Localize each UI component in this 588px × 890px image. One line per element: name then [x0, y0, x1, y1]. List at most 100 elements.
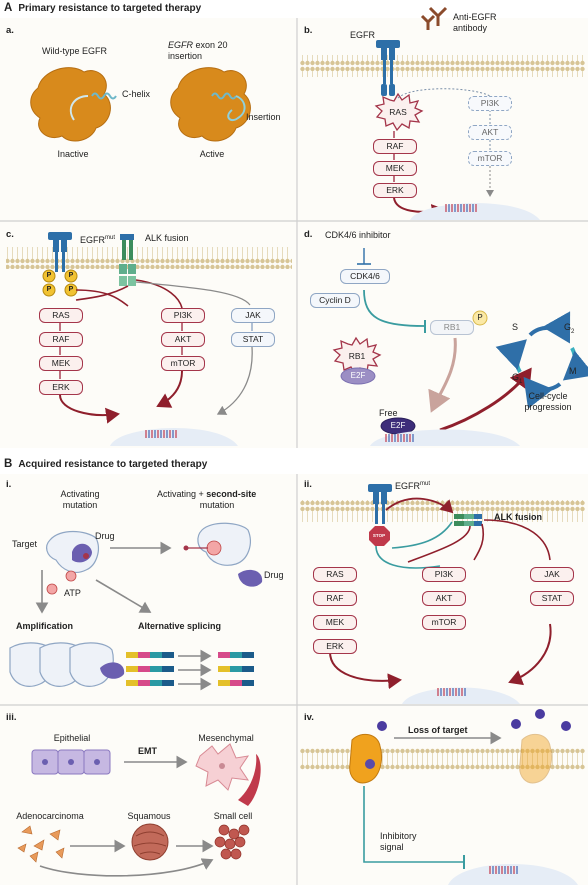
epithelial-label: Epithelial: [53, 733, 91, 743]
e2f-bound: E2F: [350, 371, 366, 380]
ras-c: RAS: [39, 308, 83, 323]
mek-b: MEK: [373, 161, 417, 176]
mek-c: MEK: [39, 356, 83, 371]
panel-c-alk-label: ALK fusion: [145, 233, 189, 243]
stat-c: STAT: [231, 332, 275, 347]
panel-c-egfr-label: EGFRmut: [80, 233, 115, 245]
phase-m: M: [569, 366, 577, 376]
alk-fusion-ii: [454, 514, 482, 526]
phase-g1-sub: 1: [519, 378, 523, 385]
loss-of-target-label: Loss of target: [408, 725, 468, 735]
panel-c-letter: c.: [6, 229, 14, 240]
panel-d-letter: d.: [304, 229, 313, 240]
cell-cycle-ring: [495, 311, 588, 409]
second-site-1: Activating + second-site: [157, 489, 256, 499]
wildtype-label: Wild-type EGFR: [42, 46, 108, 56]
anti-egfr-antibody: [420, 6, 448, 30]
nucleus-ii: [402, 687, 520, 704]
panel-ii-letter: ii.: [304, 479, 312, 490]
activating-1: Activating: [60, 489, 100, 499]
pi3k-b: PI3K: [468, 96, 512, 111]
progression-1: Cell-cycle: [528, 391, 568, 401]
panel-a-letter: a.: [6, 25, 14, 36]
panel-ii-egfr-label: EGFRmut: [395, 479, 430, 491]
target-protein-i: [46, 530, 99, 573]
inhibitory-2: signal: [380, 842, 404, 852]
raf-c: RAF: [39, 332, 83, 347]
akt-b: AKT: [468, 125, 512, 140]
nucleus-d: [370, 429, 520, 446]
antibody-label-1: Anti-EGFR: [453, 12, 497, 22]
e2f-free: E2F: [390, 421, 406, 430]
p-c-2: P: [68, 272, 74, 279]
section-b-title: B Acquired resistance to targeted therapy: [4, 458, 207, 470]
panel-ii-arrows: [329, 497, 552, 690]
splicing-bars-i: [126, 652, 254, 686]
wildtype-egfr-protein: [30, 67, 117, 142]
activating-2: mutation: [62, 500, 98, 510]
panel-iii-arrows: [39, 755, 214, 877]
stop-sign-ii: [369, 526, 390, 546]
stop-label: STOP: [372, 533, 386, 538]
erk-ii: ERK: [313, 639, 357, 654]
ras-b: RAS: [389, 107, 407, 117]
jak-ii: JAK: [530, 567, 574, 582]
p-d: P: [477, 313, 483, 322]
section-b-letter: B: [4, 458, 13, 470]
p-c-4: P: [68, 286, 74, 293]
inactive-label: Inactive: [57, 149, 89, 159]
cyclin-d-box: Cyclin D: [310, 293, 360, 308]
pi3k-ii: PI3K: [422, 567, 466, 582]
panel-c-egfr-sup: mut: [105, 235, 116, 241]
cdk-inhibitor-label: CDK4/6 inhibitor: [325, 230, 391, 240]
inhibitory-1: Inhibitory: [380, 831, 417, 841]
panel-iii-letter: iii.: [6, 712, 17, 723]
exon20-label-italic: EGFR: [168, 40, 194, 50]
rb1-box: RB1: [430, 320, 474, 335]
erk-c: ERK: [39, 380, 83, 395]
panel-i-letter: i.: [6, 479, 12, 490]
raf-ii: RAF: [313, 591, 357, 606]
section-b-text: Acquired resistance to targeted therapy: [18, 459, 208, 470]
panel-d-paths: [357, 248, 532, 432]
panel-ii-egfr-text: EGFR: [395, 481, 421, 491]
emt-label: EMT: [138, 746, 157, 756]
target-solid-iv: [349, 733, 382, 784]
p-c-1: P: [46, 272, 52, 279]
p-circles-c: [42, 269, 78, 297]
ras-starburst-b: [374, 92, 424, 132]
amplified-targets-i: [9, 642, 125, 687]
phase-g2-letter: G: [564, 322, 572, 332]
exon20-label-rest: exon 20: [193, 40, 228, 50]
second-site-protein-i: [183, 522, 263, 587]
ras-ii: RAS: [313, 567, 357, 582]
drug-label: Drug: [95, 531, 115, 541]
active-label: Active: [199, 149, 225, 159]
chelix-label: C-helix: [122, 89, 151, 99]
panel-b-letter: b.: [304, 25, 313, 36]
drug-dots-iv: [377, 709, 571, 731]
phase-g2: G2: [564, 322, 574, 337]
epithelial-cells: [31, 749, 111, 775]
akt-ii: AKT: [422, 591, 466, 606]
panel-ii-egfr-receptor: [368, 484, 392, 524]
amplification-label: Amplification: [16, 621, 74, 631]
p-circle-d: [472, 310, 488, 326]
second-site-2: mutation: [199, 500, 235, 510]
atp-label: ATP: [64, 588, 81, 598]
panel-i-arrows: [35, 541, 212, 691]
phase-g2-sub: 2: [571, 328, 575, 335]
second-site-pre: Activating +: [157, 489, 207, 499]
tumor-clusters: [17, 823, 250, 863]
nucleus-c: [110, 427, 238, 446]
panel-c-egfr-receptor: [48, 232, 72, 272]
alt-splicing-label: Alternative splicing: [138, 621, 222, 631]
akt-c: AKT: [161, 332, 205, 347]
phase-s: S: [512, 322, 519, 332]
mtor-c: mTOR: [161, 356, 205, 371]
mek-ii: MEK: [313, 615, 357, 630]
target-faded-iv: [519, 733, 552, 784]
mtor-b: mTOR: [468, 151, 512, 166]
mtor-ii: mTOR: [422, 615, 466, 630]
